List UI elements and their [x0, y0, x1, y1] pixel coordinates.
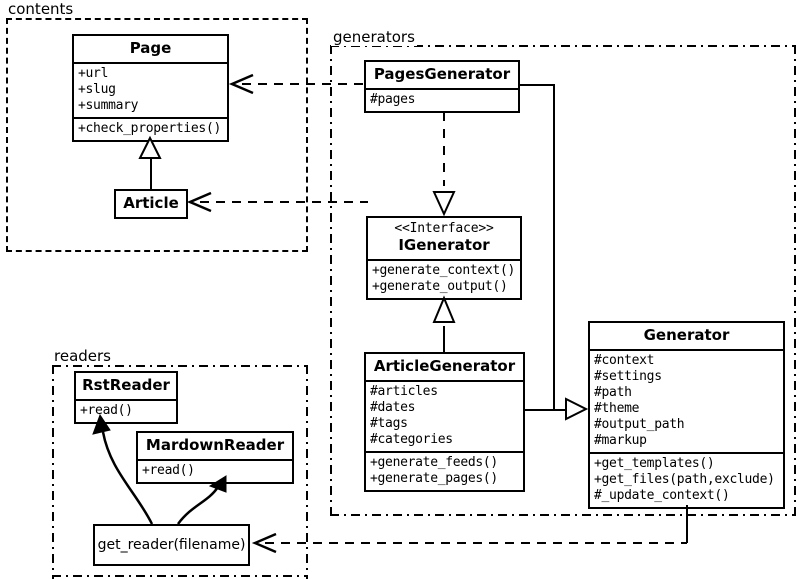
package-readers-border-bottom [52, 575, 308, 577]
method: +generate_context() [372, 263, 516, 279]
class-mardown-reader-title: MardownReader [145, 436, 285, 454]
attribute: #markup [594, 433, 647, 449]
class-rst-reader[interactable]: RstReader +read() [74, 371, 178, 425]
class-igenerator-methods: +generate_context() +generate_output() [368, 259, 520, 298]
package-readers-border-right [306, 365, 308, 579]
method: +read() [80, 403, 133, 419]
attribute: #tags [370, 416, 408, 432]
class-article[interactable]: Article [114, 189, 188, 220]
dependency-generator-stub-v [686, 505, 688, 543]
method: +generate_output() [372, 279, 508, 295]
class-generator-methods: +get_templates() +get_files(path,exclude… [590, 452, 783, 507]
method: +generate_feeds() [370, 455, 498, 471]
attribute: #context [594, 353, 655, 369]
attribute: #path [594, 385, 632, 401]
package-contents-label: contents [6, 0, 76, 18]
generalization-articlegenerator-to-generator-h [524, 409, 554, 411]
method: +get_files(path,exclude) [594, 472, 775, 488]
class-generator[interactable]: Generator #context #settings #path #them… [588, 321, 785, 510]
generalization-to-generator-h2 [553, 409, 571, 411]
class-page-attributes: +url +slug +summary [74, 62, 227, 117]
attribute: +url [78, 66, 109, 82]
class-page-methods: +check_properties() [74, 117, 227, 140]
association-get-reader-to-mardownreader [176, 486, 220, 525]
class-rst-reader-title: RstReader [82, 376, 170, 394]
class-igenerator-title: <<Interface>> IGenerator [368, 218, 520, 259]
class-rst-reader-methods: +read() [76, 399, 176, 422]
attribute: #articles [370, 384, 438, 400]
method: +generate_pages() [370, 471, 498, 487]
dependency-pagesgenerator-to-page [242, 83, 365, 85]
method: +check_properties() [78, 121, 222, 137]
dependency-generator-to-get-reader [265, 542, 687, 544]
package-generators-border-bottom [330, 514, 796, 516]
package-contents [6, 18, 308, 252]
attribute: #settings [594, 369, 662, 385]
package-generators-border-right [794, 45, 796, 516]
class-mardown-reader-methods: +read() [138, 459, 292, 482]
class-generator-title: Generator [643, 326, 730, 344]
class-igenerator[interactable]: <<Interface>> IGenerator +generate_conte… [366, 216, 522, 301]
class-article-generator-methods: +generate_feeds() +generate_pages() [366, 451, 523, 490]
realization-arrowhead-igenerator-top [432, 191, 456, 217]
generalization-pagesgenerator-to-generator-v [553, 84, 555, 410]
class-igenerator-stereotype: <<Interface>> [394, 221, 494, 236]
package-generators-border-left [330, 45, 332, 516]
class-mardown-reader[interactable]: MardownReader +read() [136, 431, 294, 485]
class-pages-generator[interactable]: PagesGenerator #pages [364, 60, 520, 114]
attribute: #theme [594, 401, 640, 417]
package-readers-border-top [52, 365, 308, 367]
attribute: #pages [370, 92, 416, 108]
dependency-generators-to-article [200, 201, 368, 203]
generalization-arrowhead-igenerator-bottom [432, 295, 456, 323]
package-readers-border-left [52, 365, 54, 579]
class-article-title: Article [123, 194, 179, 212]
class-pages-generator-attributes: #pages [366, 88, 518, 111]
method: #_update_context() [594, 488, 730, 504]
attribute: #output_path [594, 417, 685, 433]
class-page[interactable]: Page +url +slug +summary +check_properti… [72, 34, 229, 143]
attribute: +summary [78, 98, 139, 114]
function-get-reader-label: get_reader(filename) [97, 537, 246, 553]
package-readers-label: readers [52, 347, 113, 365]
class-generator-attributes: #context #settings #path #theme #output_… [590, 349, 783, 452]
class-article-generator-title: ArticleGenerator [373, 357, 516, 375]
attribute: +slug [78, 82, 116, 98]
package-generators-label: generators [331, 28, 417, 46]
class-article-generator-attributes: #articles #dates #tags #categories [366, 380, 523, 451]
attribute: #dates [370, 400, 416, 416]
method: +get_templates() [594, 456, 715, 472]
method: +read() [142, 463, 195, 479]
attribute: #categories [370, 432, 453, 448]
class-article-generator[interactable]: ArticleGenerator #articles #dates #tags … [364, 352, 525, 493]
class-page-title: Page [129, 39, 172, 57]
generalization-pagesgenerator-to-generator-h1 [519, 84, 554, 86]
function-get-reader[interactable]: get_reader(filename) [93, 524, 250, 566]
class-igenerator-name: IGenerator [398, 235, 490, 254]
class-pages-generator-title: PagesGenerator [373, 65, 511, 83]
generalization-arrowhead-generator [565, 397, 589, 421]
